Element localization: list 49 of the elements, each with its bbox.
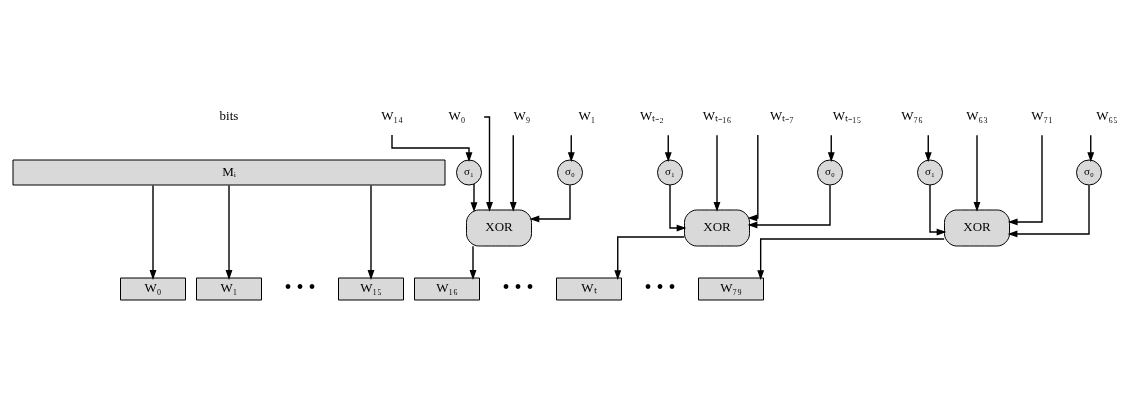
arrow xyxy=(929,183,947,235)
arrow xyxy=(469,245,477,280)
label: • • • xyxy=(502,275,534,298)
label: • • • xyxy=(644,275,676,298)
arrow xyxy=(225,184,233,280)
node-box: W₁ xyxy=(196,277,262,300)
node-circle: σ₀ xyxy=(817,159,843,185)
arrow xyxy=(614,235,685,280)
node-circle: σ₁ xyxy=(917,159,943,185)
node-text: W₆₃ xyxy=(966,107,988,123)
node-text: W₇₁ xyxy=(1031,107,1053,123)
arrow xyxy=(747,133,759,221)
label: • • • xyxy=(284,275,316,298)
node-text: W₉ xyxy=(513,107,531,123)
arrow xyxy=(1007,184,1090,237)
node-box: Mᵢ xyxy=(12,159,446,185)
node-box: W₇₉ xyxy=(698,277,764,300)
arrow xyxy=(367,184,375,280)
node-circle: σ₀ xyxy=(1076,159,1102,185)
arrow xyxy=(757,237,945,280)
arrow xyxy=(713,134,721,212)
node-circle: σ₁ xyxy=(456,159,482,185)
node-box: XOR xyxy=(684,209,750,246)
node-circle: σ₁ xyxy=(657,159,683,185)
node-box: Wₜ xyxy=(556,277,622,300)
node-box: XOR xyxy=(466,209,532,246)
node-text: Wₜ₋₁₆ xyxy=(702,107,732,123)
node-text: W₁ xyxy=(578,107,596,123)
node-text: W₆₅ xyxy=(1096,107,1118,123)
label: bits xyxy=(219,107,239,123)
arrow xyxy=(669,183,687,231)
arrow xyxy=(470,182,478,212)
node-text: W₁₄ xyxy=(381,107,403,123)
node-box: W₁₅ xyxy=(338,277,404,300)
arrow xyxy=(149,184,157,280)
node-box: W₀ xyxy=(120,277,186,300)
node-box: XOR xyxy=(944,209,1010,246)
node-text: W₀ xyxy=(448,107,466,123)
arrow xyxy=(529,184,571,222)
arrow xyxy=(1007,134,1043,225)
node-box: W₁₆ xyxy=(414,277,480,300)
node-text: W₇₆ xyxy=(901,107,923,123)
node-text: Wₜ₋₇ xyxy=(770,107,794,123)
node-text: Wₜ₋₁₅ xyxy=(832,107,862,123)
node-circle: σ₀ xyxy=(557,159,583,185)
arrow xyxy=(973,134,981,212)
node-text: Wₜ₋₂ xyxy=(640,107,664,123)
arrow xyxy=(509,134,517,212)
arrow xyxy=(747,184,831,228)
